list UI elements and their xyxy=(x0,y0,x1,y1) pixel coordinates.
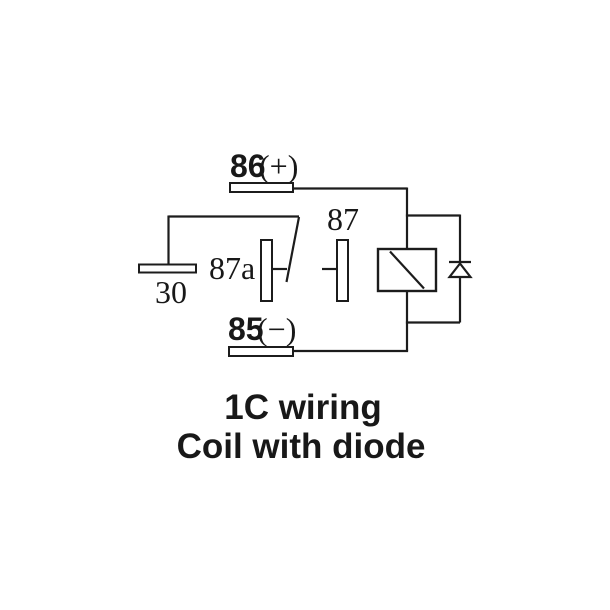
relay-coil-symbol xyxy=(376,247,438,293)
terminal-87-label: 87 xyxy=(327,201,359,237)
terminal-85-lug xyxy=(228,346,294,357)
terminal-86-polarity-label: (+) xyxy=(259,148,298,184)
terminal-86-label: 86 xyxy=(230,148,266,184)
terminal-87-blade xyxy=(336,239,349,302)
caption-line-1: 1C wiring xyxy=(224,388,382,427)
coil-winding-diagonal xyxy=(389,250,425,290)
terminal-86-lug xyxy=(229,182,294,193)
flyback-diode-symbol xyxy=(447,260,473,279)
terminal-30-label: 30 xyxy=(155,274,187,310)
terminal-85-polarity-label: (−) xyxy=(257,311,296,347)
switch-armature xyxy=(285,216,301,283)
terminal-30-lug xyxy=(138,263,197,274)
terminal-85-label: 85 xyxy=(228,311,264,347)
diode-anode-triangle xyxy=(447,261,473,279)
caption-line-2: Coil with diode xyxy=(177,427,426,466)
terminal-87a-blade xyxy=(260,239,273,302)
terminal-87a-label: 87a xyxy=(209,250,255,286)
